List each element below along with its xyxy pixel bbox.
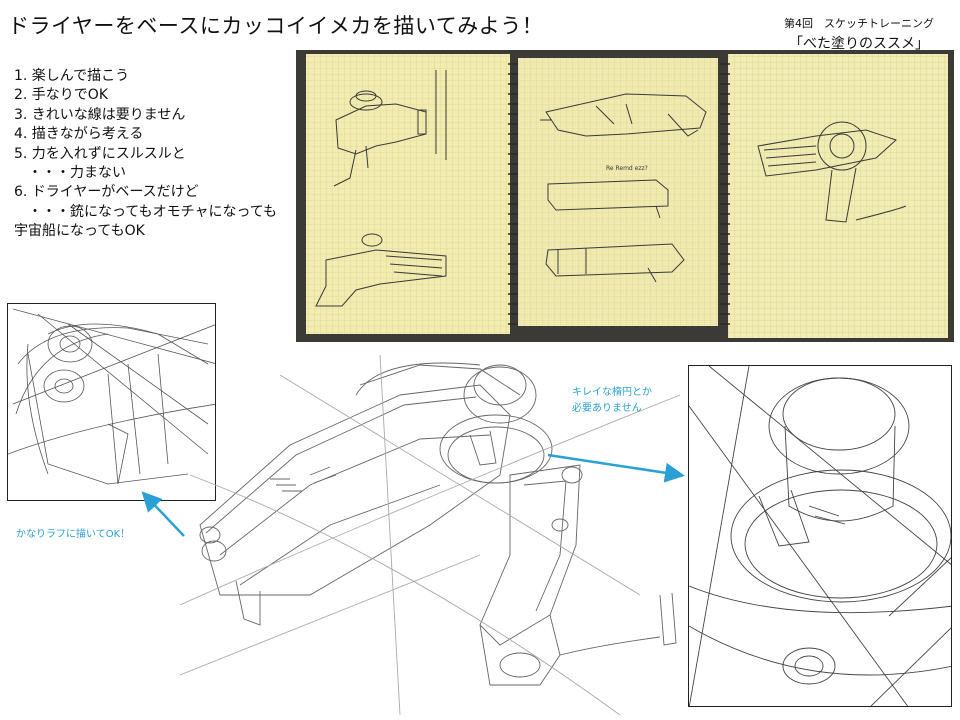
annotation-rough-ok: かなりラフに描いてOK！ [16, 529, 131, 540]
sketch-gun-1 [315, 233, 447, 307]
sketch-dryer-2 [757, 121, 907, 223]
tip-item: 5. 力を入れずにスルスルと [14, 145, 186, 162]
zoom-detail-right [688, 365, 952, 707]
tip-item: 3. きれいな線は要りません [14, 106, 186, 123]
arrow-ellipse [547, 453, 685, 483]
notebook-page-left [306, 54, 510, 334]
sketchbook-photo: Re Remd ezz? [296, 50, 954, 342]
sketch-dryer-1 [333, 70, 447, 187]
tips-list: 1. 楽しんで描こう 2. 手なりでOK 3. きれいな線は要りません 4. 描… [14, 67, 277, 242]
sketch-barrel-1: Re Remd ezz? [547, 165, 669, 219]
zoom-detail-left [7, 303, 216, 501]
spiral-binding-1 [508, 63, 518, 325]
annotation-ellipse-line1: キレイな楕円とか [572, 387, 652, 398]
sketch-blaster [540, 93, 707, 137]
page-title: ドライヤーをベースにカッコイイメカを描いてみよう！ [8, 14, 544, 38]
tip-item: 2. 手なりでOK [14, 87, 109, 104]
annotation-ellipse: キレイな楕円とか 必要ありません [572, 385, 652, 417]
tip-item: ・・・銃になってもオモチャになっても [14, 203, 278, 220]
series-label: 第4回 スケッチトレーニング 「べた塗りのススメ」 [784, 15, 934, 53]
tip-item: 6. ドライヤーがベースだけど [14, 184, 199, 201]
series-subtitle: 「べた塗りのススメ」 [789, 36, 929, 52]
tip-item: 1. 楽しんで描こう [14, 68, 130, 84]
tip-item: ・・・力まない [14, 165, 126, 182]
series-episode: 第4回 スケッチトレーニング [784, 17, 934, 30]
notebook-handwritten-note: Re Remd ezz? [606, 165, 648, 172]
main-dryer-sketch [180, 355, 690, 720]
annotation-ellipse-line2: 必要ありません [572, 403, 642, 414]
arrow-rough [141, 491, 185, 537]
notebook-page-right [728, 54, 948, 338]
spiral-binding-2 [720, 63, 730, 325]
sketch-barrel-2 [545, 243, 685, 283]
tip-item: 宇宙船になってもOK [14, 223, 145, 240]
notebook-page-middle [518, 58, 718, 326]
tip-item: 4. 描きながら考える [14, 126, 144, 143]
